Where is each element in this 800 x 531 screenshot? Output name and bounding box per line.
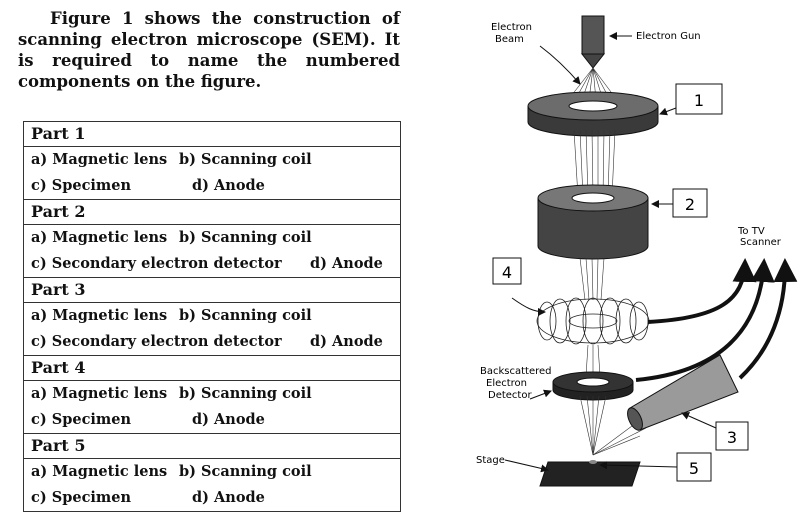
sem-diagram: Electron Beam Electron Gun To TV Scanner… [476, 15, 798, 487]
arrow-backscattered [529, 389, 552, 400]
option-c: c) Specimen [31, 411, 132, 428]
backscattered-detector-ring [552, 371, 634, 401]
option-d: d) Anode [192, 489, 265, 506]
number-box-2: 2 [651, 188, 708, 218]
part-title: Part 1 [24, 122, 400, 147]
electron-gun [580, 15, 606, 69]
option-d: d) Anode [310, 255, 383, 272]
option-c: c) Secondary electron detector [31, 255, 282, 272]
magnetic-lens-ring [527, 91, 659, 137]
option-c: c) Secondary electron detector [31, 333, 282, 350]
part-title: Part 5 [24, 434, 400, 459]
option-b: b) Scanning coil [179, 151, 312, 168]
number-box-4: 4 [492, 257, 546, 316]
number-4: 4 [502, 263, 512, 282]
beam-focus [579, 395, 647, 456]
option-c: c) Specimen [31, 177, 132, 194]
label-electron-beam-2: Beam [495, 34, 524, 45]
option-a: a) Magnetic lens [31, 307, 168, 324]
number-box-1: 1 [659, 83, 723, 116]
part-title: Part 3 [24, 278, 400, 303]
label-electron-gun: Electron Gun [636, 31, 701, 42]
label-backscattered-3: Detector [488, 390, 532, 401]
magnetic-lens-cylinder [537, 184, 649, 260]
number-3: 3 [727, 428, 737, 447]
label-to-tv-1: To TV [737, 226, 765, 237]
option-d: d) Anode [192, 411, 265, 428]
label-stage: Stage [476, 455, 505, 466]
number-1: 1 [694, 91, 704, 110]
intro-text: Figure 1 shows the construction of scann… [18, 9, 400, 91]
option-a: a) Magnetic lens [31, 385, 168, 402]
number-2: 2 [685, 195, 695, 214]
option-a: a) Magnetic lens [31, 151, 168, 168]
option-a: a) Magnetic lens [31, 463, 168, 480]
label-backscattered-2: Electron [486, 378, 527, 389]
part-title: Part 2 [24, 200, 400, 225]
option-d: d) Anode [192, 177, 265, 194]
option-b: b) Scanning coil [179, 385, 312, 402]
option-c: c) Specimen [31, 489, 132, 506]
secondary-electron-detector [627, 354, 739, 431]
arrow-stage [504, 459, 549, 473]
label-electron-beam-1: Electron [491, 22, 532, 33]
specimen-stage [539, 460, 641, 487]
label-to-tv-2: Scanner [740, 237, 782, 248]
electron-beam-lower [579, 257, 605, 377]
part-title: Part 4 [24, 356, 400, 381]
number-box-5: 5 [599, 452, 712, 482]
number-box-3: 3 [681, 412, 749, 451]
number-5: 5 [689, 459, 699, 478]
option-b: b) Scanning coil [179, 463, 312, 480]
option-d: d) Anode [310, 333, 383, 350]
option-b: b) Scanning coil [179, 307, 312, 324]
signal-arrows [635, 258, 798, 382]
scanning-coil [536, 297, 650, 345]
question-intro: Figure 1 shows the construction of scann… [18, 8, 400, 92]
option-a: a) Magnetic lens [31, 229, 168, 246]
arrow-electron-beam [539, 45, 581, 85]
option-b: b) Scanning coil [179, 229, 312, 246]
label-backscattered-1: Backscattered [480, 366, 552, 377]
